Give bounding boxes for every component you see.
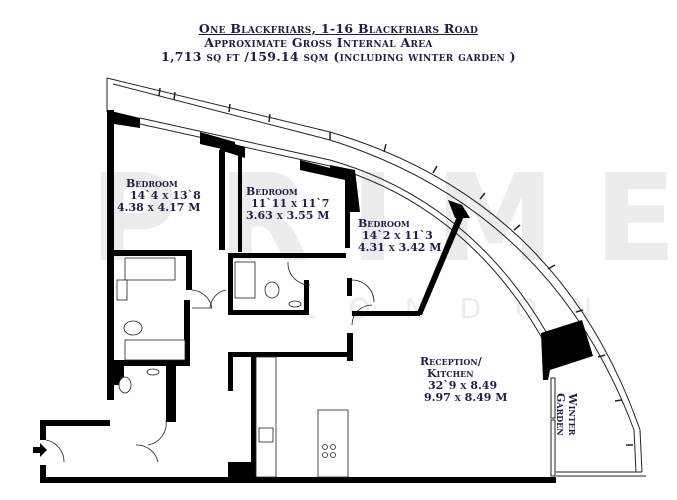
entrance-arrow-icon — [33, 443, 47, 457]
outer-glazing — [106, 77, 646, 477]
room-name: Reception/ — [420, 355, 482, 368]
glazing-mullions — [158, 87, 633, 446]
room-imperial: 11`11 x 11`7 — [251, 197, 330, 210]
fixtures — [116, 257, 349, 478]
property-title: One Blackfriars, 1-16 Blackfriars Road — [198, 21, 479, 36]
room-name: Bedroom — [126, 177, 178, 190]
room-name: Bedroom — [358, 217, 410, 230]
room-metric: 3.63 x 3.55 M — [246, 209, 330, 222]
room-label-bedroom-1: Bedroom 14`4 x 13`8 4.38 x 4.17 M — [117, 177, 201, 214]
door-swings — [45, 261, 375, 463]
room-metric: 4.31 x 3.42 M — [358, 241, 442, 254]
room-imperial: 32`9 x 8.49 — [428, 379, 498, 392]
area-heading: Approximate Gross Internal Area — [204, 35, 433, 50]
winter-garden-line-2: Garden — [554, 393, 567, 436]
room-metric: 4.38 x 4.17 M — [117, 201, 201, 214]
room-name-2: Kitchen — [427, 367, 474, 380]
room-label-bedroom-2: Bedroom 11`11 x 11`7 3.63 x 3.55 M — [246, 186, 329, 222]
winter-garden-line-1: Winter — [566, 393, 579, 436]
room-name: Bedroom — [246, 185, 298, 198]
room-metric: 9.97 x 8.49 M — [424, 391, 508, 404]
room-label-reception-kitchen: Reception/ Kitchen 32`9 x 8.49 9.97 x 8.… — [420, 356, 507, 404]
inner-glazing — [139, 117, 549, 339]
winter-garden-divider — [550, 377, 556, 477]
room-label-winter-garden: Winter Garden — [554, 393, 579, 436]
area-value: 1,713 sq ft /159.14 sqm (including winte… — [161, 49, 516, 64]
watermark-sub: LONDON — [300, 292, 627, 325]
room-imperial: 14`4 x 13`8 — [130, 189, 201, 202]
walls — [40, 110, 593, 483]
room-label-bedroom-3: Bedroom 14`2 x 11`3 4.31 x 3.42 M — [358, 218, 441, 254]
plan-header: One Blackfriars, 1-16 Blackfriars Road A… — [0, 22, 677, 64]
room-imperial: 14`2 x 11`3 — [362, 229, 433, 242]
